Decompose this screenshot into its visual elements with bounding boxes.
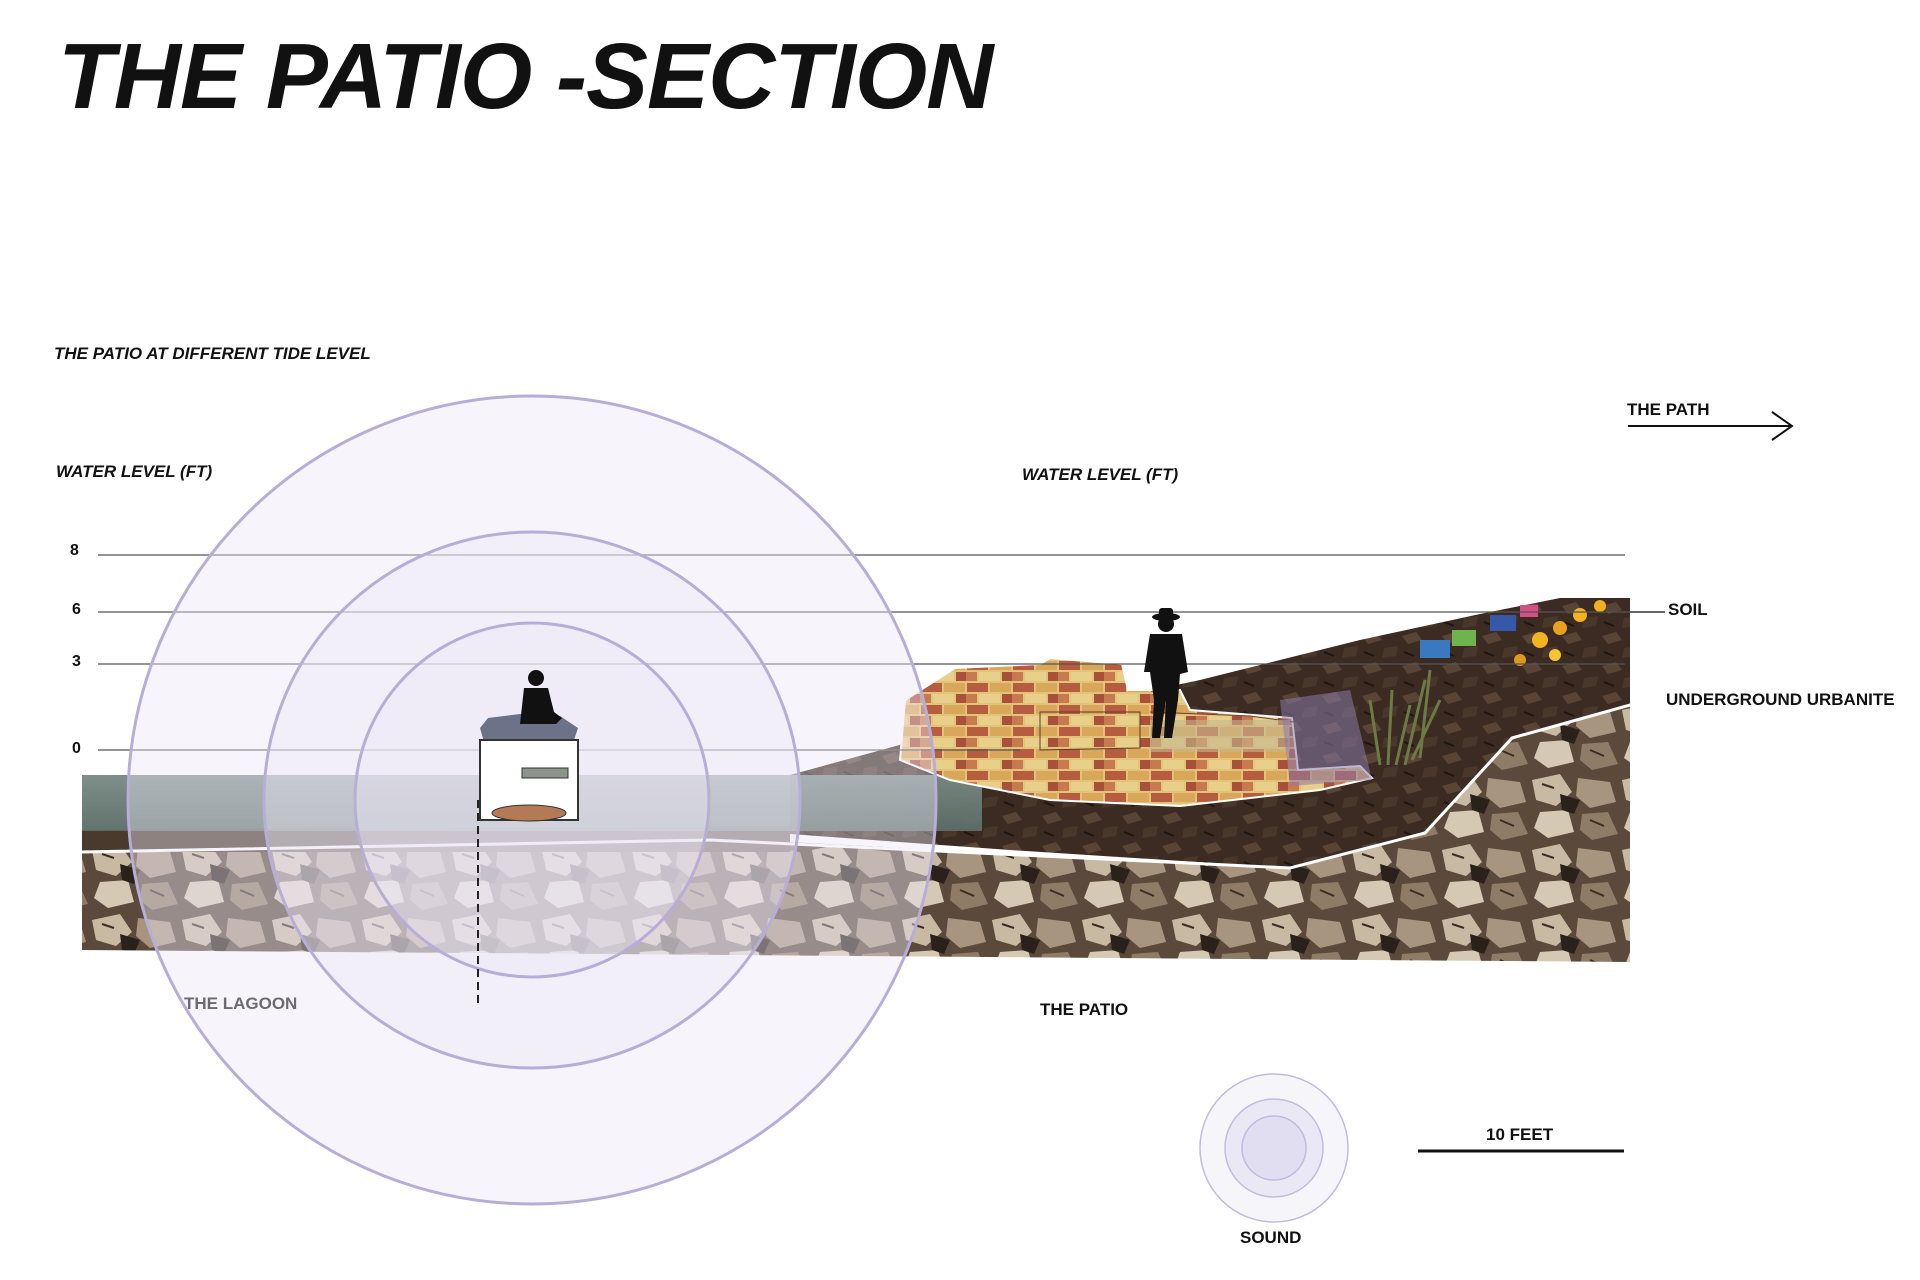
- path-label: THE PATH: [1627, 400, 1710, 419]
- sound-legend-icon: [1199, 1073, 1349, 1223]
- soil-label: SOIL: [1668, 600, 1708, 619]
- urbanite-boundary: [81, 703, 1665, 870]
- standing-person-silhouette: [1144, 608, 1188, 738]
- sound-legend-label: SOUND: [1240, 1228, 1302, 1247]
- water-level-label-left: WATER LEVEL (FT): [56, 462, 213, 481]
- tick-label-6: 6: [72, 601, 81, 618]
- grass: [1368, 669, 1442, 766]
- page-title: THE PATIO -SECTION: [58, 24, 993, 128]
- patio-label: THE PATIO: [1040, 1000, 1129, 1019]
- subtitle: THE PATIO AT DIFFERENT TIDE LEVEL: [54, 344, 371, 363]
- water-level-label-right: WATER LEVEL (FT): [1022, 465, 1179, 484]
- tick-label-0: 0: [72, 740, 81, 757]
- lagoon-label: THE LAGOON: [184, 994, 298, 1013]
- lagoon-bed: [82, 826, 790, 852]
- scale-bar-label: 10 FEET: [1486, 1125, 1554, 1144]
- urbanite-label: UNDERGROUND URBANITE: [1666, 690, 1895, 709]
- tick-label-8: 8: [70, 542, 79, 559]
- path-arrow: [1628, 411, 1794, 441]
- tick-label-3: 3: [72, 653, 81, 670]
- seated-person-silhouette: [520, 670, 562, 724]
- rubble-layer: [82, 705, 1630, 962]
